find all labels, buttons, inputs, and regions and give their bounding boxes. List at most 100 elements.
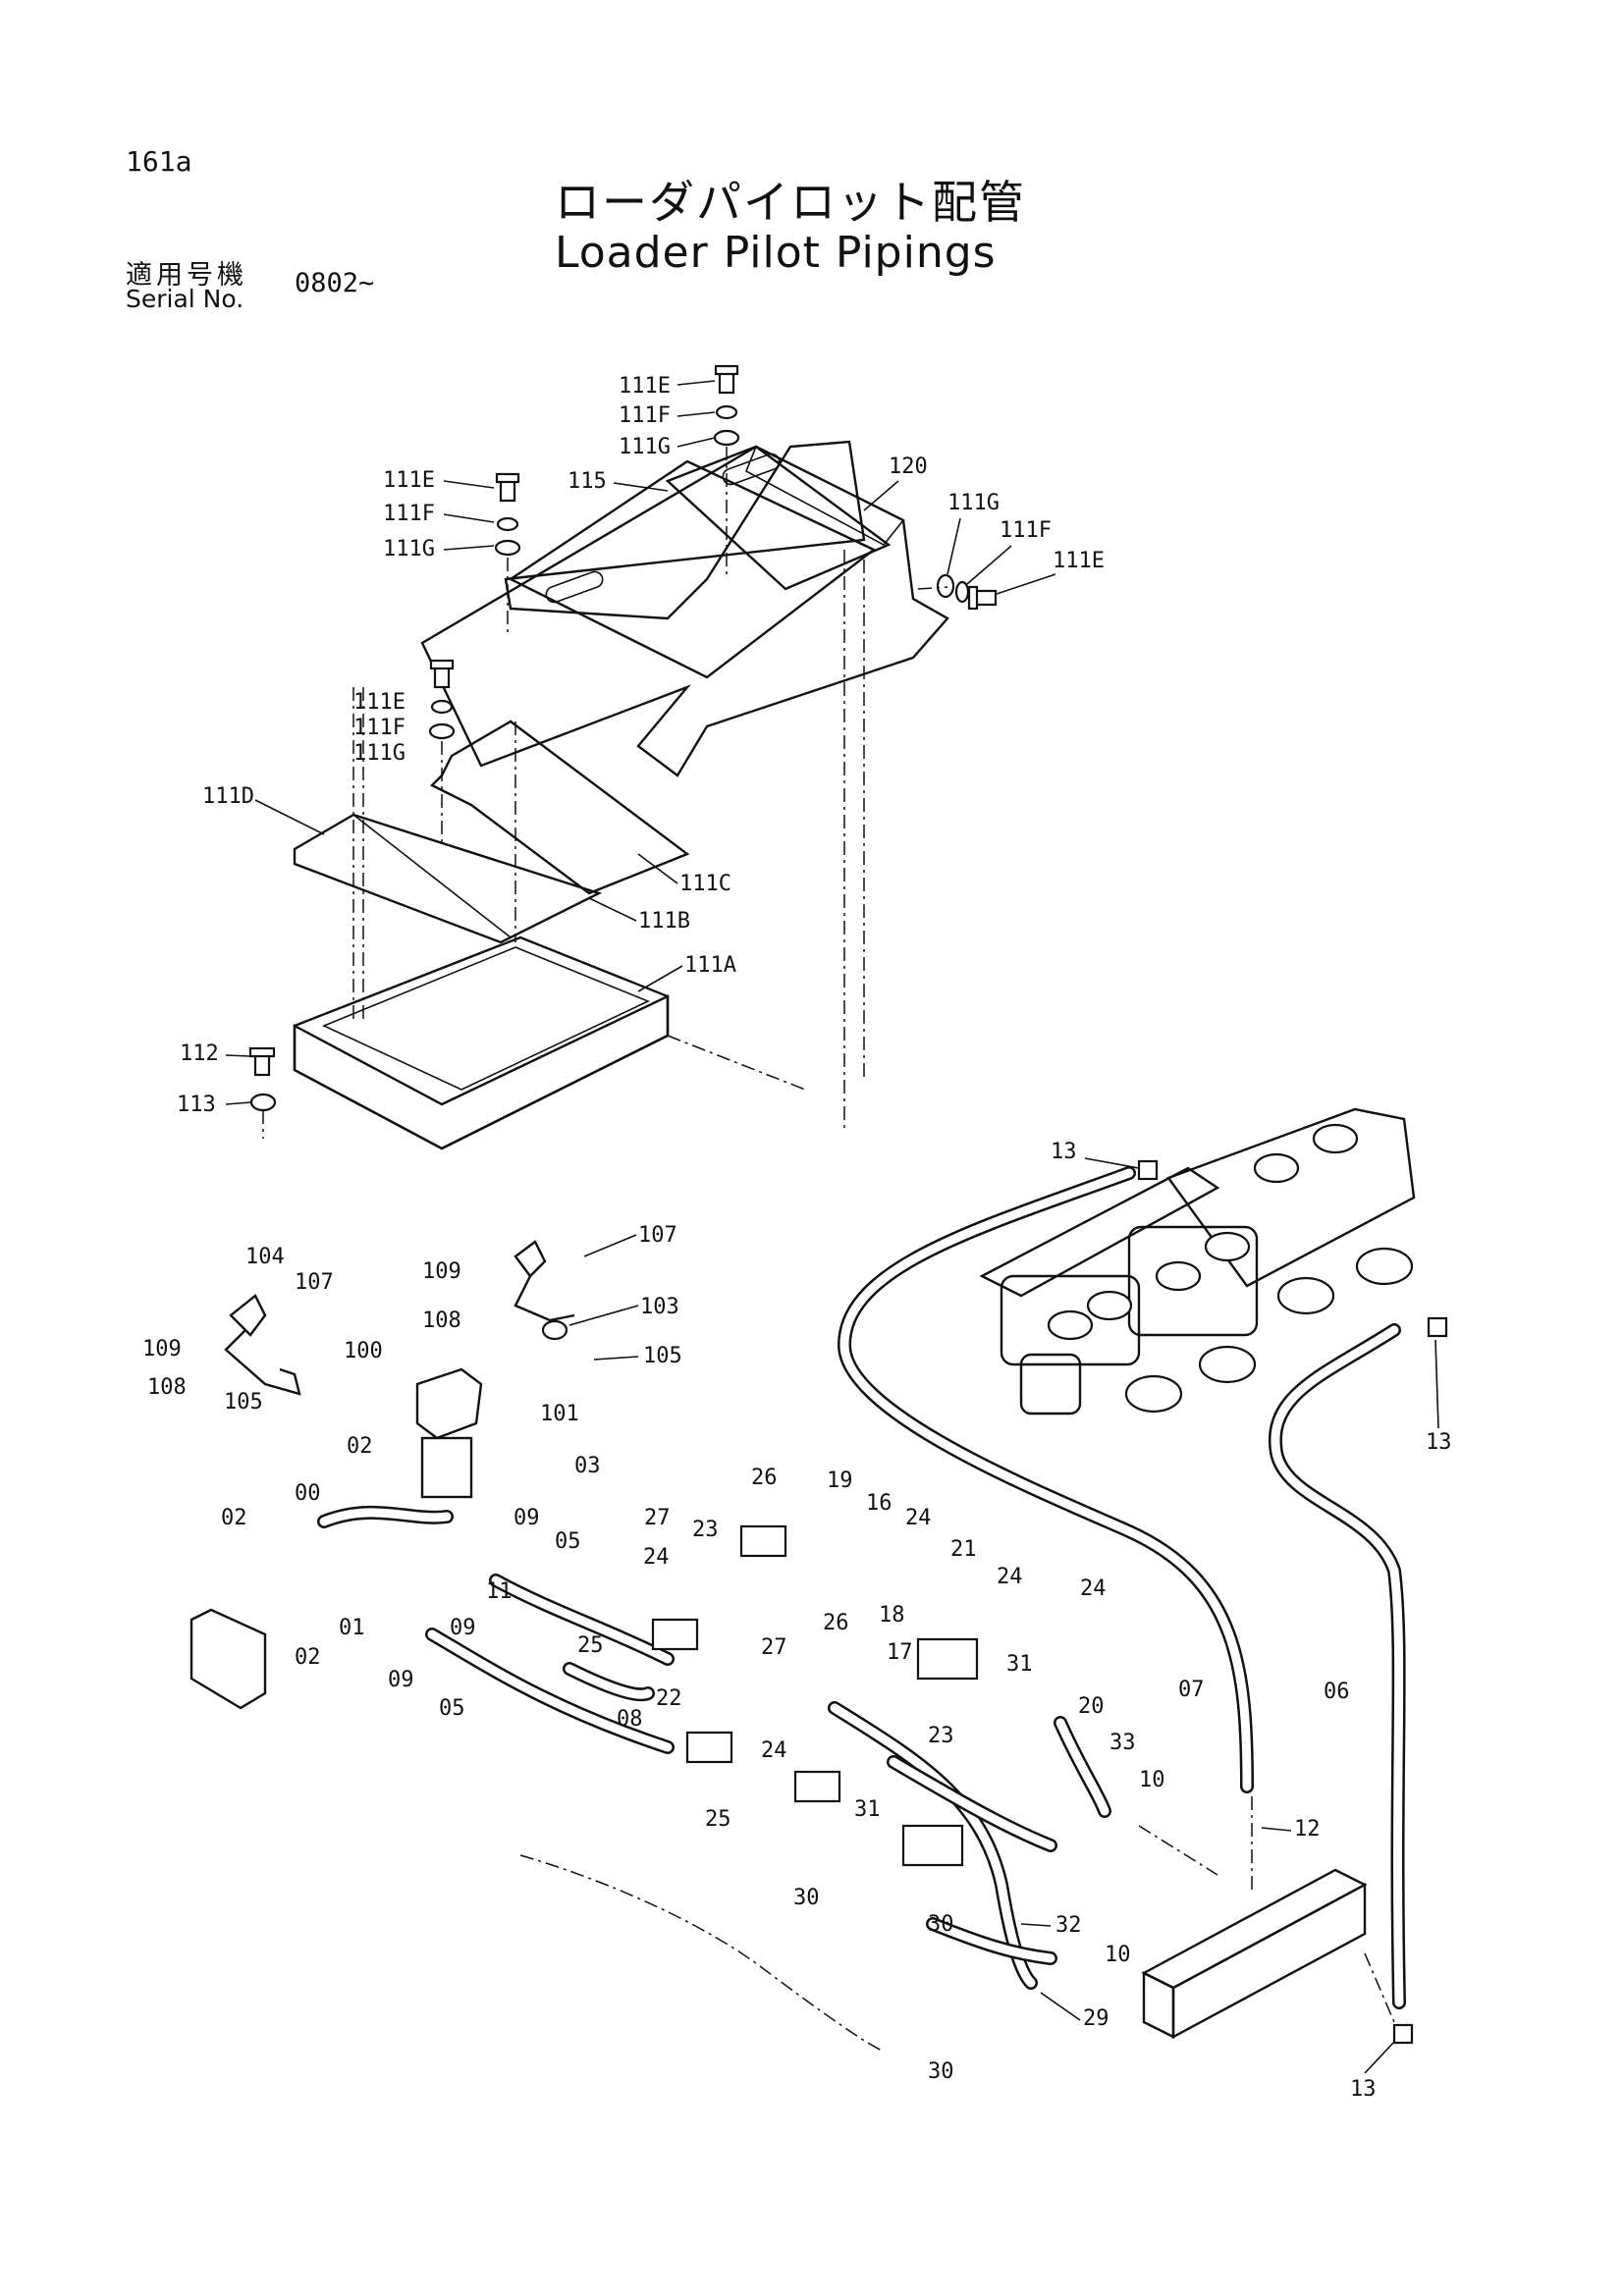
alignment-lines xyxy=(262,447,948,1139)
callout-33: 33 xyxy=(1109,1731,1136,1755)
callout-111C: 111C xyxy=(679,872,731,896)
callout-112: 112 xyxy=(180,1041,219,1066)
callout-111D: 111D xyxy=(202,784,254,809)
page-number: 161a xyxy=(126,145,192,178)
callout-01: 01 xyxy=(339,1616,365,1640)
callout-24-a: 24 xyxy=(905,1506,932,1530)
floor-mat-120 xyxy=(420,445,949,777)
callout-105-left: 105 xyxy=(224,1390,263,1415)
callout-111E-mid: 111E xyxy=(353,690,406,715)
title-english: Loader Pilot Pipings xyxy=(555,228,997,278)
bolt-112 xyxy=(248,1046,276,1077)
callout-111F-top: 111F xyxy=(619,403,671,428)
callout-05-b: 05 xyxy=(439,1696,465,1721)
lower-alignment-lines xyxy=(519,1796,1395,2053)
callout-19: 19 xyxy=(827,1468,853,1493)
callout-111G-right: 111G xyxy=(947,491,1000,515)
callout-25-b: 25 xyxy=(705,1807,731,1832)
hose-06 xyxy=(1268,1323,1406,2009)
callout-31-b: 31 xyxy=(854,1797,881,1822)
callout-109-left: 109 xyxy=(142,1337,182,1362)
callout-23-a: 23 xyxy=(692,1518,719,1542)
callout-30-c: 30 xyxy=(928,2059,954,2084)
callout-115: 115 xyxy=(568,469,607,494)
callout-12: 12 xyxy=(1294,1817,1321,1842)
callout-22: 22 xyxy=(656,1686,682,1711)
callout-103: 103 xyxy=(640,1295,679,1319)
callout-23-b: 23 xyxy=(928,1724,954,1748)
callout-113: 113 xyxy=(177,1093,216,1117)
callout-24-c: 24 xyxy=(997,1565,1023,1589)
callout-30-b: 30 xyxy=(928,1912,954,1937)
callout-25-a: 25 xyxy=(577,1633,604,1658)
callout-21: 21 xyxy=(950,1537,977,1562)
leader-lines xyxy=(225,380,1439,2074)
callout-104: 104 xyxy=(245,1245,285,1269)
washer-113 xyxy=(249,1093,277,1112)
callout-111G-mid: 111G xyxy=(353,741,406,766)
callout-27-b: 27 xyxy=(761,1635,787,1660)
callout-07: 07 xyxy=(1178,1678,1205,1702)
fastener-stack-right xyxy=(936,573,998,611)
callout-09-a: 09 xyxy=(514,1506,540,1530)
callout-111E-top: 111E xyxy=(619,374,671,399)
fastener-stack-top xyxy=(713,364,740,447)
callout-13-bottom: 13 xyxy=(1350,2077,1377,2102)
callout-05-a: 05 xyxy=(555,1529,581,1554)
hose-07 xyxy=(837,1166,1254,1793)
callout-24-b: 24 xyxy=(643,1545,670,1570)
callout-111G-left: 111G xyxy=(383,537,435,561)
fastener-stack-mid xyxy=(428,659,456,740)
serial-label-japanese: 適用号機 xyxy=(126,260,247,291)
callout-09-c: 09 xyxy=(388,1668,414,1692)
callout-11: 11 xyxy=(486,1579,513,1604)
callout-10-a: 10 xyxy=(1139,1768,1165,1792)
plate-111C xyxy=(429,720,690,895)
callout-24-e: 24 xyxy=(761,1738,787,1763)
callout-08: 08 xyxy=(617,1707,643,1732)
callout-09-b: 09 xyxy=(450,1616,476,1640)
serial-value: 0802~ xyxy=(295,268,375,298)
callout-107-right: 107 xyxy=(638,1223,677,1248)
callout-111F-right: 111F xyxy=(1000,518,1052,543)
callout-31-a: 31 xyxy=(1006,1652,1033,1677)
callout-06: 06 xyxy=(1324,1680,1350,1704)
callout-29: 29 xyxy=(1083,2006,1109,2031)
callout-108-upper: 108 xyxy=(422,1308,461,1333)
callout-02-c: 02 xyxy=(295,1645,321,1670)
callout-109-upper: 109 xyxy=(422,1259,461,1284)
callout-100: 100 xyxy=(344,1339,383,1363)
callout-13-right: 13 xyxy=(1426,1430,1452,1455)
lever-103 xyxy=(514,1240,575,1341)
callout-101: 101 xyxy=(540,1402,579,1426)
callout-108-left: 108 xyxy=(147,1375,187,1400)
callout-10-b: 10 xyxy=(1105,1943,1131,1967)
callout-24-d: 24 xyxy=(1080,1576,1107,1601)
elbow-fittings-13 xyxy=(1137,1159,1448,2045)
callout-labels: 111E 111F 111G 111E 111F 111G 115 120 11… xyxy=(142,374,1452,2102)
callout-30-a: 30 xyxy=(793,1886,820,1910)
callout-107-left: 107 xyxy=(295,1270,334,1295)
manifold-plate-left xyxy=(189,1608,267,1710)
title-japanese: ローダパイロット配管 xyxy=(555,176,1026,229)
pilot-hoses xyxy=(317,1505,1111,1990)
callout-111E-left: 111E xyxy=(383,468,435,493)
callout-105-right: 105 xyxy=(643,1344,682,1368)
callout-26-b: 26 xyxy=(823,1611,849,1635)
callout-120: 120 xyxy=(889,454,928,479)
callout-32: 32 xyxy=(1055,1913,1082,1938)
small-blocks xyxy=(651,1524,979,1867)
callout-111F-mid: 111F xyxy=(353,716,406,740)
callout-111G-top: 111G xyxy=(619,435,671,459)
callout-111E-right: 111E xyxy=(1053,549,1105,573)
callout-16: 16 xyxy=(866,1491,893,1516)
callout-00: 00 xyxy=(295,1481,321,1506)
callout-13-top: 13 xyxy=(1051,1140,1077,1164)
callout-27-a: 27 xyxy=(644,1506,671,1530)
callout-111F-left: 111F xyxy=(383,502,435,526)
callout-03: 03 xyxy=(574,1454,601,1478)
callout-18: 18 xyxy=(879,1603,905,1628)
callout-17: 17 xyxy=(887,1640,913,1665)
control-valve-bank xyxy=(979,1107,1416,1415)
